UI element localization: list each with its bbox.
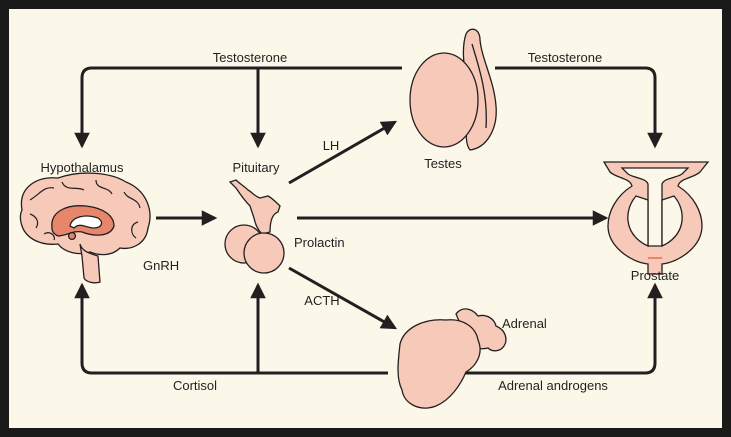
label-adrenal-androgens: Adrenal androgens	[498, 378, 608, 393]
brain-icon	[19, 172, 151, 284]
label-lh: LH	[323, 138, 340, 153]
adrenal-gland-icon	[397, 308, 507, 409]
arrow-testosterone-to-hypothalamus	[74, 66, 402, 149]
label-testes: Testes	[424, 156, 462, 171]
label-prolactin: Prolactin	[294, 235, 345, 250]
label-pituitary: Pituitary	[233, 160, 280, 175]
arrow-lh	[288, 120, 398, 185]
prostate-icon	[602, 161, 710, 275]
pituitary-gland-icon	[224, 179, 285, 274]
label-gnrh: GnRH	[143, 258, 179, 273]
arrow-testosterone-to-prostate	[495, 66, 663, 149]
arrow-acth	[288, 266, 398, 330]
label-prostate: Prostate	[631, 268, 679, 283]
label-cortisol: Cortisol	[173, 378, 217, 393]
label-acth: ACTH	[304, 293, 339, 308]
arrow-cortisol-to-hypothalamus	[74, 282, 388, 375]
diagram-labels: Testosterone Testosterone Hypothalamus P…	[40, 50, 679, 393]
label-testosterone-left: Testosterone	[213, 50, 287, 65]
connector-lines	[74, 66, 663, 375]
testis-icon	[409, 28, 497, 151]
arrow-adrenal-androgens	[460, 282, 663, 375]
label-adrenal: Adrenal	[502, 316, 547, 331]
label-hypothalamus: Hypothalamus	[40, 160, 124, 175]
label-testosterone-right: Testosterone	[528, 50, 602, 65]
